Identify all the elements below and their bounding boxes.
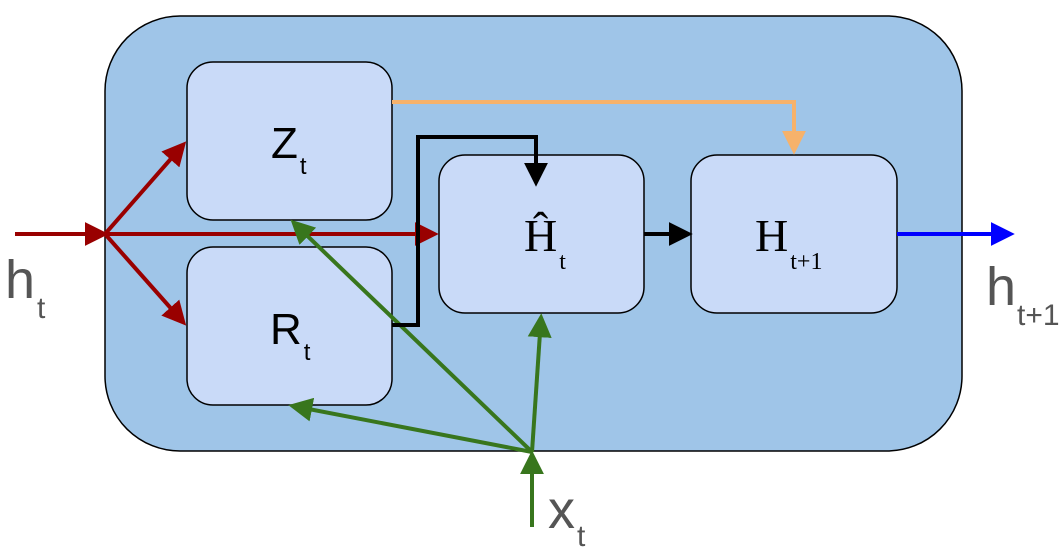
- x-input-label-sub: t: [577, 520, 586, 553]
- new-state-label: Ht+1: [755, 210, 822, 275]
- h-input-label: ht: [5, 250, 46, 325]
- update-gate-label-base: Z: [271, 119, 298, 168]
- new-state-label-sub: t+1: [790, 249, 822, 275]
- update-gate-label: Zt: [271, 119, 307, 180]
- x-input-label-base: x: [548, 480, 575, 540]
- new-state-box: [690, 154, 898, 314]
- h-output-label: ht+1: [986, 257, 1060, 332]
- update-to-new-state-arrow: [392, 100, 806, 155]
- h-to-update-gate-arrow: [103, 141, 187, 236]
- h-to-reset-gate-arrow: [103, 232, 187, 326]
- h-output-label-base: h: [986, 257, 1016, 317]
- candidate-state-label: Ĥt: [524, 210, 566, 275]
- x-to-reset-gate-arrow: [288, 397, 533, 454]
- reset-gate-label: Rt: [270, 305, 311, 366]
- h-input-label-sub: t: [37, 292, 46, 325]
- h-input-label-base: h: [5, 250, 35, 310]
- x-to-update-gate-arrow: [290, 219, 534, 454]
- update-gate-label-sub: t: [300, 153, 307, 180]
- update-gate-box: [186, 61, 393, 221]
- x-input-label: xt: [548, 480, 586, 553]
- reset-to-candidate-arrow: [392, 135, 548, 327]
- reset-gate-label-sub: t: [304, 339, 311, 366]
- new-state-label-base: H: [755, 210, 788, 261]
- candidate-state-label-sub: t: [559, 249, 566, 275]
- candidate-state-label-base: Ĥ: [524, 210, 557, 261]
- reset-gate-label-base: R: [270, 305, 302, 354]
- x-to-candidate-arrow: [527, 313, 552, 453]
- h-output-label-sub: t+1: [1017, 299, 1060, 332]
